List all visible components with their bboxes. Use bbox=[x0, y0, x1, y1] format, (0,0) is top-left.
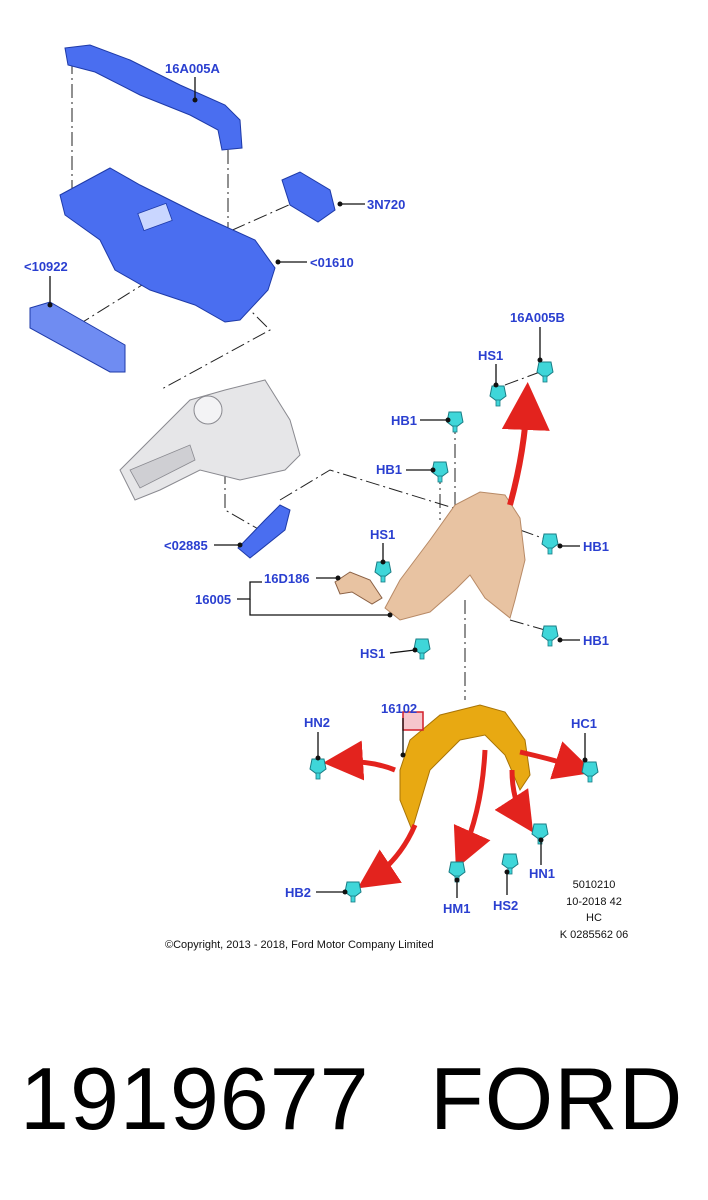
fender-shape bbox=[384, 491, 526, 621]
part-02885-shape bbox=[237, 504, 291, 559]
label-hs1-mid: HS1 bbox=[370, 527, 395, 542]
part-number: 1919677 bbox=[20, 1049, 370, 1148]
doc-info-line-4: K 0285562 06 bbox=[560, 929, 629, 941]
center-lines bbox=[69, 60, 549, 700]
label-hb1-b: HB1 bbox=[376, 462, 402, 477]
label-hc1: HC1 bbox=[571, 716, 597, 731]
label-hb1-right-lower: HB1 bbox=[583, 633, 609, 648]
part-01610-shape bbox=[59, 167, 276, 323]
fasteners bbox=[309, 361, 599, 903]
label-16102: 16102 bbox=[381, 701, 417, 716]
label-16005: 16005 bbox=[195, 592, 231, 607]
fender-group bbox=[334, 491, 526, 621]
label-hb1-a: HB1 bbox=[391, 413, 417, 428]
label-hn1: HN1 bbox=[529, 866, 555, 881]
part-labels: 16A005A 3N720 <10922 <01610 16A005B HS1 … bbox=[24, 61, 609, 916]
label-10922: <10922 bbox=[24, 259, 68, 274]
document-info: 5010210 10-2018 42 HC K 0285562 06 bbox=[560, 879, 629, 941]
label-16A005B: 16A005B bbox=[510, 310, 565, 325]
label-hs1-low: HS1 bbox=[360, 646, 385, 661]
body-structure bbox=[119, 379, 301, 501]
label-hm1: HM1 bbox=[443, 901, 470, 916]
label-hn2: HN2 bbox=[304, 715, 330, 730]
part-16A005A-shape bbox=[64, 44, 243, 151]
label-hb2: HB2 bbox=[285, 885, 311, 900]
brand-name: FORD bbox=[430, 1049, 684, 1148]
label-01610: <01610 bbox=[310, 255, 354, 270]
part-10922-shape bbox=[29, 301, 126, 373]
doc-info-line-3: HC bbox=[586, 912, 602, 924]
label-hb1-right-upper: HB1 bbox=[583, 539, 609, 554]
direction-arrows bbox=[323, 382, 595, 889]
upper-blue-parts bbox=[29, 44, 336, 559]
doc-info-line-1: 5010210 bbox=[573, 879, 616, 891]
leader-lines bbox=[47, 77, 588, 898]
doc-info-line-2: 10-2018 42 bbox=[566, 896, 622, 908]
label-hs1-top: HS1 bbox=[478, 348, 503, 363]
label-3N720: 3N720 bbox=[367, 197, 405, 212]
label-hs2: HS2 bbox=[493, 898, 518, 913]
part-3N720-shape bbox=[281, 171, 336, 223]
liner-group bbox=[399, 704, 531, 832]
copyright-text: ©Copyright, 2013 - 2018, Ford Motor Comp… bbox=[165, 939, 434, 951]
label-02885: <02885 bbox=[164, 538, 208, 553]
label-16D186: 16D186 bbox=[264, 571, 310, 586]
footer: 1919677 FORD bbox=[0, 1040, 708, 1170]
part-01610-window bbox=[137, 202, 173, 232]
label-16A005A: 16A005A bbox=[165, 61, 221, 76]
bracket-16D186-shape bbox=[334, 571, 383, 605]
exploded-parts-diagram: 16A005A 3N720 <10922 <01610 16A005B HS1 … bbox=[24, 44, 629, 951]
